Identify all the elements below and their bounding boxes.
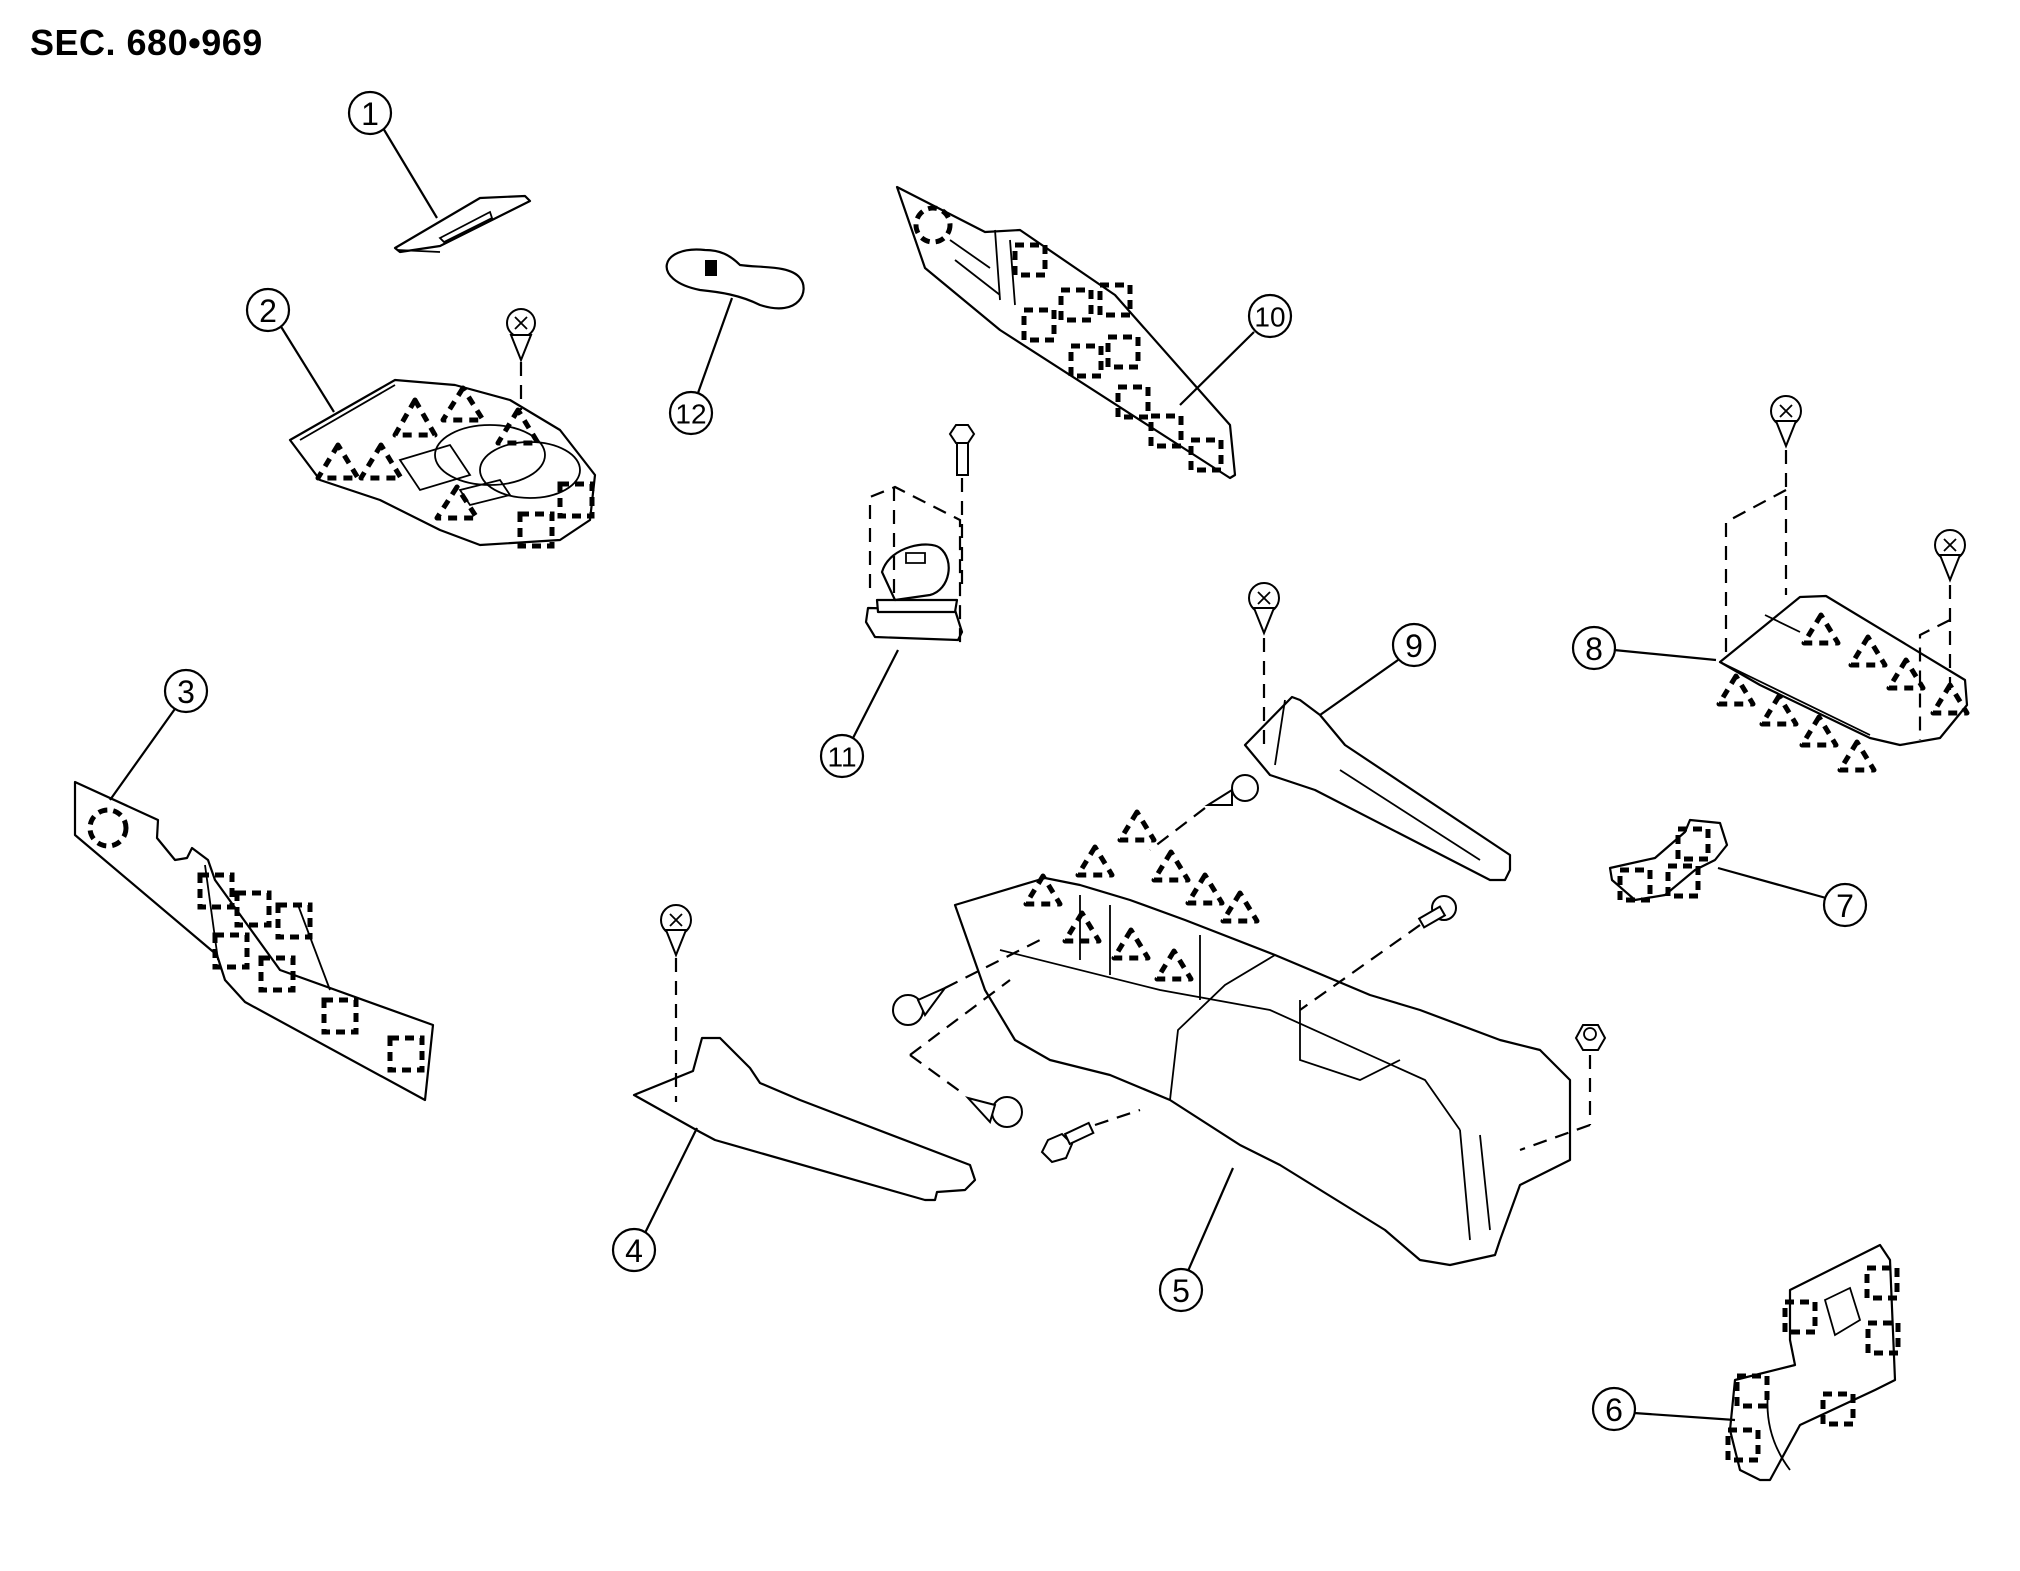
callout-5-label: 5 [1172,1273,1190,1309]
callout-2: 2 [245,287,291,333]
part-1-finisher [393,194,532,254]
part-9-screw [1248,582,1280,750]
part-6-rear-finisher [1728,1243,1897,1482]
callout-11: 11 [819,733,865,779]
part-2-pawls [315,385,595,549]
part-3-side-finisher [73,780,435,1102]
callout-4: 4 [611,1227,657,1273]
callout-12-label: 12 [675,399,706,430]
callout-6-label: 6 [1605,1392,1623,1428]
callout-2-label: 2 [259,293,277,329]
callout-9: 9 [1391,622,1437,668]
callout-1: 1 [347,90,393,136]
callout-11-label: 11 [827,742,856,773]
part-4-side-finisher [632,1036,977,1202]
part-8-console-lid [1718,594,1969,747]
callout-9-label: 9 [1405,628,1423,664]
part-9-finisher [1243,695,1512,882]
callout-3-label: 3 [177,674,195,710]
callout-8: 8 [1571,625,1617,671]
part-5-pawls [1023,809,1260,982]
callout-10: 10 [1247,293,1293,339]
part-5-fasteners [892,774,1607,1164]
callout-7-label: 7 [1836,888,1854,924]
part-11-switch [864,485,964,650]
callout-1-label: 1 [361,96,379,132]
part-7-clips [1617,826,1711,903]
part-8-pawls [1716,612,1970,773]
callout-8-label: 8 [1585,631,1603,667]
leader-lines [109,127,1827,1422]
callout-10-label: 10 [1254,302,1285,333]
part-10-clips [913,205,1224,473]
part-4-screw [660,904,692,1102]
callout-12: 12 [668,390,714,436]
part-2-console-finisher [288,378,597,547]
part-6-clips [1725,1265,1901,1463]
callout-7: 7 [1822,882,1868,928]
part-5-console-body [953,876,1572,1267]
part-8-screws [1724,395,1966,740]
section-label: SEC. 680•969 [30,22,263,63]
part-11-bolt [948,424,976,590]
callout-3: 3 [163,668,209,714]
callout-5: 5 [1158,1267,1204,1313]
part-3-clips [87,807,425,1073]
callout-4-label: 4 [625,1233,643,1269]
part-2-screw [506,308,536,410]
callout-6: 6 [1591,1386,1637,1432]
part-12-mat [665,248,805,310]
